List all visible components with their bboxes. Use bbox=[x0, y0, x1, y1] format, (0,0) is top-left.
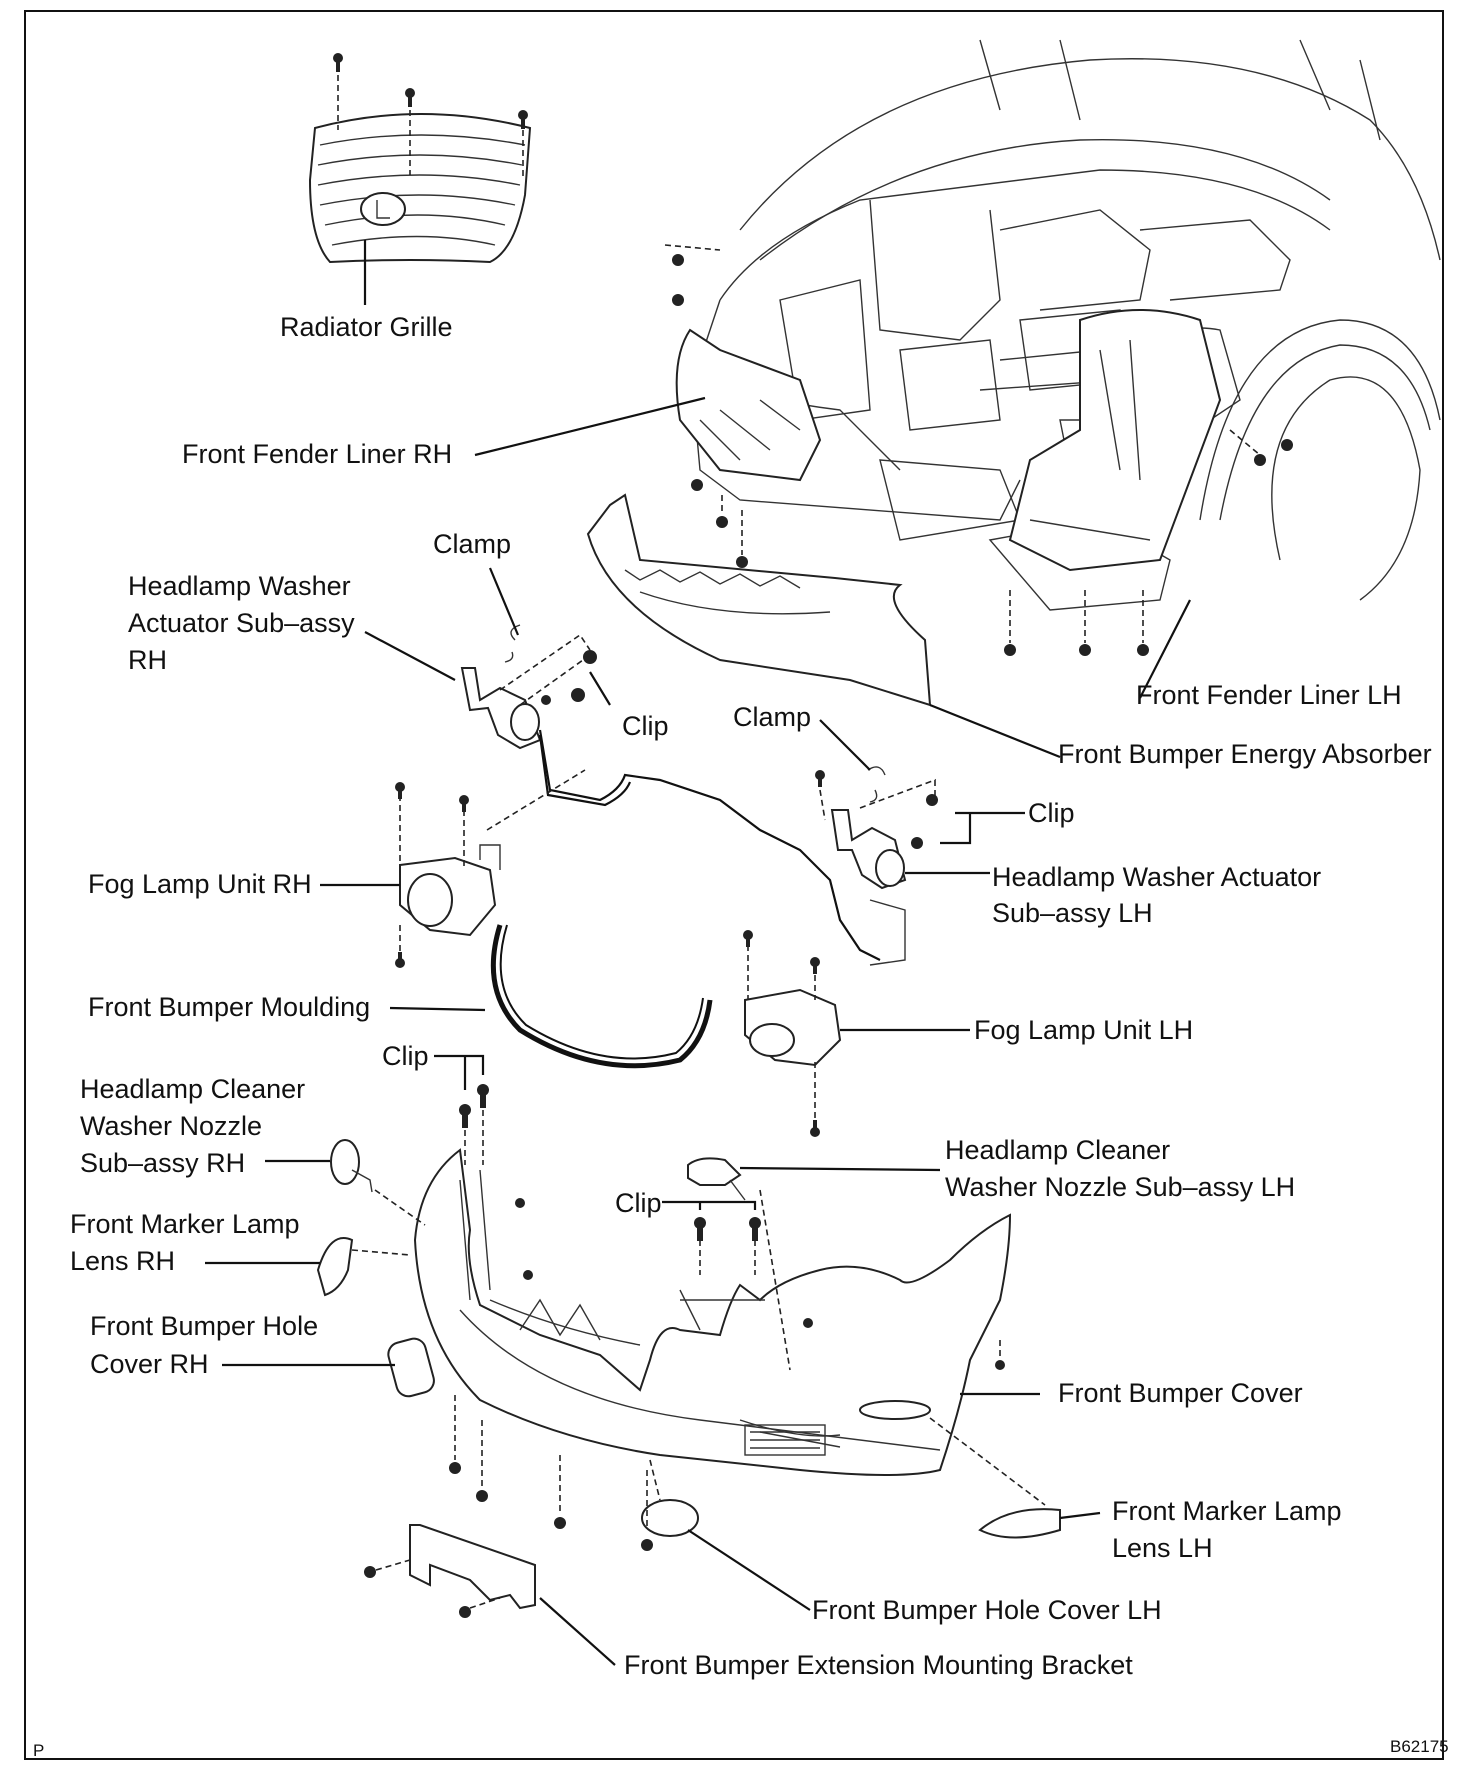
label-hl-washer-actuator-rh-2: Actuator Sub–assy bbox=[128, 608, 355, 638]
fog-lamp-unit-rh-part bbox=[395, 769, 586, 968]
body-bolts bbox=[664, 244, 1293, 656]
label-clip-rh-actuator: Clip bbox=[622, 711, 669, 741]
front-bumper-energy-absorber-part bbox=[586, 493, 932, 707]
front-bumper-extension-bracket-part bbox=[364, 1524, 536, 1618]
headlamp-washer-actuator-lh-part bbox=[815, 766, 938, 966]
label-radiator-grille: Radiator Grille bbox=[280, 312, 453, 342]
label-front-bumper-energy-absorber: Front Bumper Energy Absorber bbox=[1058, 739, 1432, 769]
front-bumper-hole-cover-rh-part bbox=[387, 1337, 435, 1398]
label-front-marker-lamp-lh-1: Front Marker Lamp bbox=[1112, 1496, 1342, 1526]
diagram-frame bbox=[24, 10, 1444, 1760]
label-hl-washer-actuator-rh-1: Headlamp Washer bbox=[128, 571, 351, 601]
figure-code: B62175 bbox=[1390, 1737, 1449, 1756]
front-fender-liner-lh-part bbox=[1008, 309, 1222, 572]
label-hl-cleaner-nozzle-rh-3: Sub–assy RH bbox=[80, 1148, 245, 1178]
label-hl-cleaner-nozzle-rh-1: Headlamp Cleaner bbox=[80, 1074, 305, 1104]
radiator-grille-part bbox=[308, 53, 532, 305]
label-front-bumper-cover: Front Bumper Cover bbox=[1058, 1378, 1303, 1408]
label-front-marker-lamp-rh-1: Front Marker Lamp bbox=[70, 1209, 300, 1239]
headlamp-cleaner-nozzle-lh-part bbox=[687, 1157, 791, 1371]
headlamp-cleaner-nozzle-rh-part bbox=[330, 1139, 426, 1226]
label-fog-lamp-unit-lh: Fog Lamp Unit LH bbox=[974, 1015, 1193, 1045]
bumper-clips bbox=[459, 1084, 1005, 1370]
label-hl-cleaner-nozzle-lh-2: Washer Nozzle Sub–assy LH bbox=[945, 1172, 1295, 1202]
label-front-marker-lamp-rh-2: Lens RH bbox=[70, 1246, 175, 1276]
label-front-fender-liner-lh: Front Fender Liner LH bbox=[1136, 680, 1402, 710]
front-fender-liner-rh-part bbox=[675, 328, 822, 482]
front-marker-lamp-lens-lh-part bbox=[929, 1417, 1061, 1539]
leader-lines bbox=[205, 396, 1191, 1666]
label-front-bumper-hole-cover-lh: Front Bumper Hole Cover LH bbox=[812, 1595, 1162, 1625]
label-front-marker-lamp-lh-2: Lens LH bbox=[1112, 1533, 1213, 1563]
lower-bumper-bolts bbox=[449, 1395, 653, 1551]
label-clip-lower: Clip bbox=[615, 1188, 662, 1218]
headlamp-washer-actuator-rh-part bbox=[460, 624, 597, 750]
label-clip-upper: Clip bbox=[382, 1041, 429, 1071]
label-front-bumper-extension-bracket: Front Bumper Extension Mounting Bracket bbox=[624, 1650, 1133, 1680]
front-marker-lamp-lens-rh-part bbox=[316, 1237, 411, 1297]
label-clamp-rh: Clamp bbox=[433, 529, 511, 559]
washer-hose-part bbox=[538, 729, 881, 961]
label-front-bumper-hole-cover-rh-1: Front Bumper Hole bbox=[90, 1311, 318, 1341]
label-fog-lamp-unit-rh: Fog Lamp Unit RH bbox=[88, 869, 312, 899]
label-clamp-lh: Clamp bbox=[733, 702, 811, 732]
label-hl-washer-actuator-lh-2: Sub–assy LH bbox=[992, 898, 1153, 928]
part-labels: Radiator Grille Front Fender Liner RH Cl… bbox=[70, 312, 1432, 1680]
label-front-bumper-moulding: Front Bumper Moulding bbox=[88, 992, 370, 1022]
label-front-fender-liner-rh: Front Fender Liner RH bbox=[182, 439, 452, 469]
front-bumper-cover-part bbox=[413, 1148, 1012, 1476]
front-bumper-moulding-part bbox=[490, 924, 713, 1069]
label-hl-washer-actuator-rh-3: RH bbox=[128, 645, 167, 675]
front-bumper-hole-cover-lh-part bbox=[641, 1459, 699, 1537]
label-front-bumper-hole-cover-rh-2: Cover RH bbox=[90, 1349, 209, 1379]
label-hl-cleaner-nozzle-rh-2: Washer Nozzle bbox=[80, 1111, 262, 1141]
label-hl-washer-actuator-lh-1: Headlamp Washer Actuator bbox=[992, 862, 1321, 892]
corner-mark: P bbox=[33, 1741, 44, 1760]
label-clip-lh-actuator: Clip bbox=[1028, 798, 1075, 828]
fog-lamp-unit-lh-part bbox=[743, 930, 842, 1137]
label-hl-cleaner-nozzle-lh-1: Headlamp Cleaner bbox=[945, 1135, 1170, 1165]
